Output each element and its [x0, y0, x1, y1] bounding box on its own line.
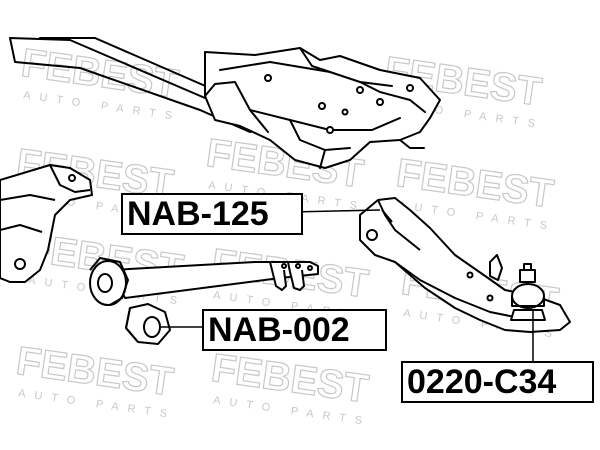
part-label-0220-c34[interactable]: 0220-C34	[401, 361, 594, 403]
watermark: FEBEST AUTO PARTS	[208, 345, 372, 428]
part-label-nab-002[interactable]: NAB-002	[202, 309, 387, 351]
leader-nab125	[290, 209, 381, 213]
subframe-drawing	[9, 37, 441, 169]
lateral-link-drawing	[89, 257, 319, 345]
part-label-nab-125[interactable]: NAB-125	[121, 193, 303, 235]
watermark: FEBEST AUTO PARTS	[13, 338, 177, 421]
control-arm-drawing	[359, 197, 571, 333]
knuckle-drawing	[0, 164, 93, 283]
leader-lines	[160, 209, 534, 361]
